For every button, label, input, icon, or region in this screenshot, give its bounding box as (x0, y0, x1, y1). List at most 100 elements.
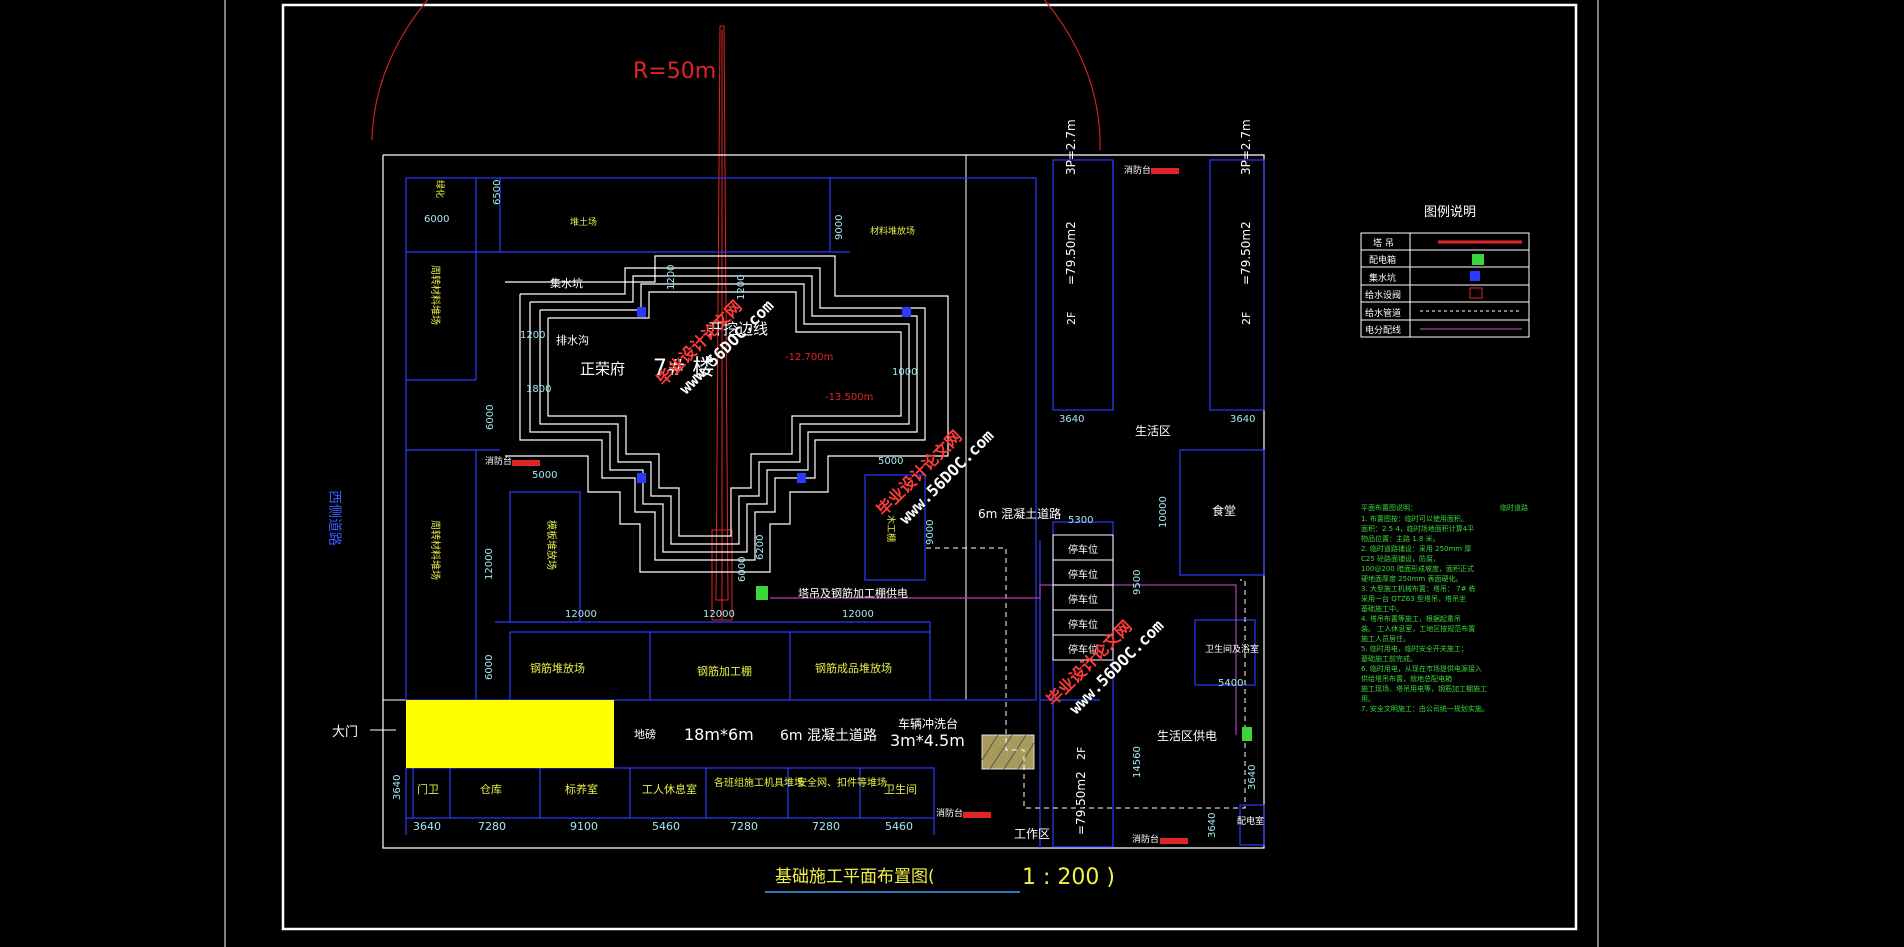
dim-1200c: 1200 (520, 330, 545, 341)
note-line-1: 面积：2 5 4，临时场地面积计算4平 (1361, 524, 1474, 533)
bdim-4: 7280 (730, 820, 758, 833)
living-power-label: 生活区供电 (1157, 729, 1217, 743)
sump-4 (902, 307, 911, 317)
note-line-0: 1. 布置图按：临时可以使用面积。 (1361, 514, 1468, 523)
dim-9500: 9500 (1132, 570, 1143, 595)
legend-table: 塔 吊 配电箱 集水坑 给水设阀 给水管道 电分配线 (1360, 232, 1530, 338)
crane-power-label: 塔吊及钢筋加工棚供电 (798, 586, 908, 600)
parking-2: 停车位 (1068, 593, 1098, 606)
room-1: 仓库 (480, 782, 502, 796)
fire-label-1: 消防台 (1124, 164, 1151, 176)
dim-14560: 14560 (1132, 746, 1143, 778)
bottom-dims: 3640 7280 9100 5460 7280 7280 5460 (413, 820, 913, 833)
sump-label: 集水坑 (550, 276, 583, 290)
note-line-15: 6. 临时用电，从现在市场提供电源接入 (1361, 664, 1482, 673)
drawing-title: 基础施工平面布置图( (775, 867, 935, 887)
bdim-6: 5460 (885, 820, 913, 833)
legend-row-3: 给水设阀 (1365, 289, 1401, 301)
road-vertical-label: 6m 混凝土道路 (978, 506, 1061, 521)
note-line-6: 硬地面厚度 250mm 表面硬化。 (1361, 574, 1462, 583)
dim-3640-rb: 3640 (1207, 813, 1218, 838)
drawing-scale: 1 : 200 ) (1022, 865, 1115, 890)
note-line-14: 基础施工前完成。 (1361, 654, 1417, 663)
note-line-5: 100@200 暗面形成坡度，面积正式 (1361, 564, 1474, 573)
legend-row-0: 塔 吊 (1373, 237, 1394, 249)
note-line-18: 用。 (1361, 695, 1375, 703)
dorm-left-floors: 2F (1065, 312, 1078, 325)
bottom-rooms: 门卫 仓库 标养室 工人休息室 各班组施工机具堆场 安全网、扣件等堆场 卫生间 (417, 776, 917, 796)
note-line-7: 3. 大型施工机械布置：塔吊： 7# 栋 (1361, 584, 1476, 593)
legend-sump-symbol (1470, 271, 1480, 281)
toilet-label: 卫生间及浴室 (1205, 643, 1259, 655)
fire-hydrant-1 (1151, 168, 1179, 174)
room-2: 标养室 (565, 782, 598, 796)
building-label: 7# 楼 (653, 356, 714, 381)
parking-3: 停车位 (1068, 618, 1098, 631)
fire-label-2: 消防台 (485, 455, 512, 467)
bdim-0: 3640 (413, 820, 441, 833)
canteen-label: 食堂 (1212, 503, 1236, 518)
note-line-8: 采用一台 QTZ63 型塔吊，塔吊坐 (1361, 594, 1466, 603)
dim-12000b: 12000 (703, 609, 735, 620)
note-line-4: C25 砼路面铺设，防腐， (1361, 554, 1440, 563)
note-line-2: 物品位置：主路 1.8 米。 (1361, 534, 1440, 543)
dim-5400: 5400 (1218, 678, 1243, 689)
wash-size-label: 3m*4.5m (890, 731, 965, 750)
steel-left-label: 模板堆放场 (545, 520, 558, 570)
dorm-bottom-label2: =79.50m2 (1074, 771, 1088, 835)
dorm-right-label1: 3P=2.7m (1239, 119, 1253, 175)
west-road-label: 西侧道路 (326, 490, 342, 546)
notes-right: 临时道路 (1500, 503, 1528, 512)
parking-column: 停车位 停车位 停车位 停车位 停车位 (1052, 534, 1114, 661)
note-line-19: 7. 安全文明施工：由公司统一规划实施。 (1361, 704, 1489, 713)
power-box-2 (1242, 727, 1252, 741)
dorm-right-label2: =79.50m2 (1239, 221, 1253, 285)
living-zone-label: 生活区 (1135, 424, 1171, 438)
notes-head: 平面布置图说明： (1361, 503, 1417, 512)
room-3: 工人休息室 (642, 782, 697, 796)
company-label: 正荣府 (580, 360, 625, 378)
legend-row-5: 电分配线 (1365, 324, 1401, 336)
drawing-frame (281, 3, 1578, 931)
level2-label: -13.500m (825, 392, 873, 403)
fire-hydrant-4 (1160, 838, 1188, 844)
note-line-11: 装。 工人休息室，工地区按规范布置 (1361, 624, 1475, 633)
crane-boom (715, 25, 729, 601)
dim-1800: 1800 (526, 384, 551, 395)
greenery-label: 绿化 (434, 180, 446, 198)
dim-1200b: 1200 (736, 275, 747, 300)
material-top-right-label: 材料堆放场 (870, 225, 915, 237)
dim-10000: 10000 (1158, 496, 1169, 528)
watermark-group-3: 毕业设计论文网 www.56DOC.com (1043, 616, 1168, 718)
dim-5300: 5300 (1068, 515, 1093, 526)
road-label: 18m*6m (684, 725, 754, 744)
room-5: 安全网、扣件等堆场 (797, 776, 887, 789)
material-left-2-label: 周转材料堆场 (429, 520, 442, 580)
fire-hydrant-3 (963, 812, 991, 818)
power-line (770, 584, 1237, 735)
bdim-1: 7280 (478, 820, 506, 833)
dim-12000a: 12000 (565, 609, 597, 620)
note-line-3: 2. 临时道路铺设：采用 250mm 厚 (1361, 544, 1471, 553)
dim-6000a: 6000 (424, 214, 449, 225)
bdim-3: 5460 (652, 820, 680, 833)
gate-label: 大门 (332, 725, 358, 740)
steel-bottom-left-label: 钢筋堆放场 (530, 661, 585, 675)
work-zone-label: 工作区 (1014, 827, 1050, 841)
legend-row-4: 给水管道 (1365, 307, 1401, 319)
room-4: 各班组施工机具堆场 (714, 776, 804, 789)
dim-6200: 6200 (755, 535, 766, 560)
parking-4: 停车位 (1068, 643, 1098, 656)
dim-6000b: 6000 (485, 405, 496, 430)
small-right-label: 木工棚 (885, 515, 897, 542)
dim-5000b: 5000 (878, 456, 903, 467)
fire-label-4: 消防台 (1132, 833, 1159, 845)
dorm-left-label1: 3P=2.7m (1064, 119, 1078, 175)
legend-valve-symbol (1469, 287, 1483, 299)
note-line-9: 基础施工中。 (1361, 604, 1403, 613)
power-room-label: 配电室 (1237, 815, 1264, 827)
dim-6000c: 6000 (737, 557, 748, 582)
parking-1: 停车位 (1068, 568, 1098, 581)
level1-label: -12.700m (785, 352, 833, 363)
